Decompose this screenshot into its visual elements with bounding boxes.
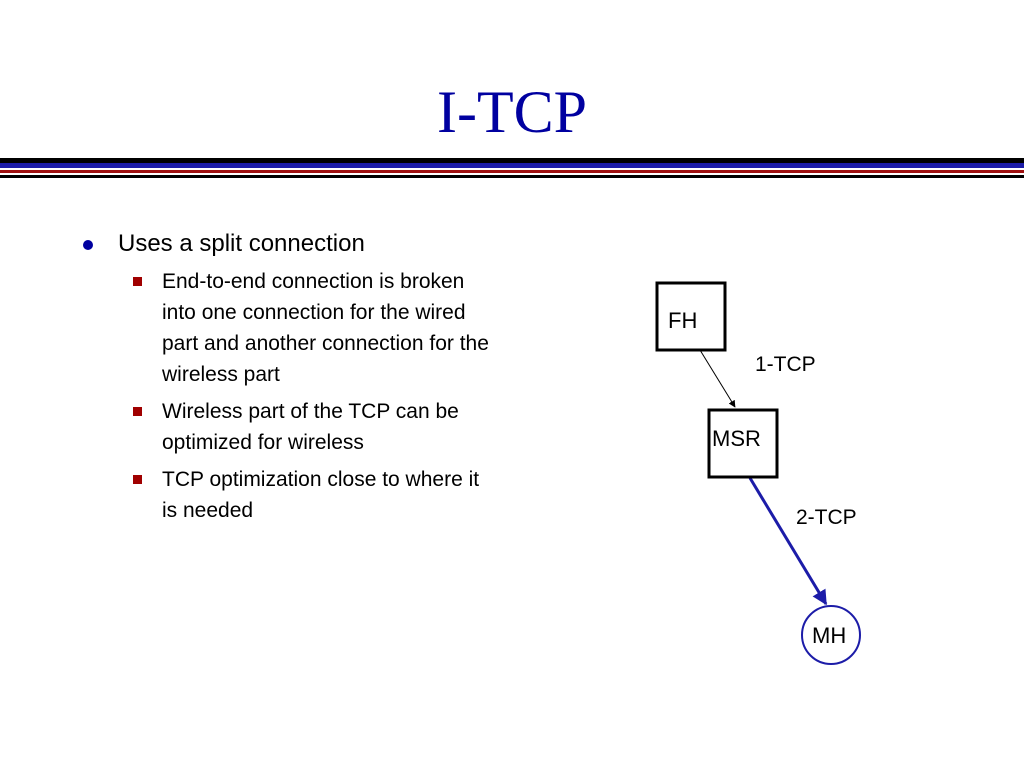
bullet-text: Uses a split connection [118,230,365,257]
sub-bullet-item: End-to-end connection is broken into one… [80,266,492,390]
title-divider-red [0,170,1024,173]
sub-bullet-item: TCP optimization close to where it is ne… [80,464,492,526]
title-divider-black-bottom [0,175,1024,178]
square-bullet-icon [133,277,142,286]
bullet-dot-icon [83,240,93,250]
edge-label-2-tcp: 2-TCP [796,506,857,529]
slide-title: I-TCP [437,79,587,145]
sub-bullet-text: Wireless part of the TCP can be optimize… [162,400,459,454]
bullet-item: Uses a split connection [80,228,500,260]
title-divider-black-top [0,158,1024,163]
wireless-link-msr-mh [748,477,828,606]
sub-bullet-text: End-to-end connection is broken into one… [162,270,489,386]
sub-bullet-item: Wireless part of the TCP can be optimize… [80,396,492,458]
mh-node-circle [801,605,861,665]
wired-link-fh-msr [699,349,736,408]
msr-node-box [707,408,779,479]
title-divider-blue [0,163,1024,168]
square-bullet-icon [133,475,142,484]
bullet-list: Uses a split connection End-to-end conne… [80,228,500,532]
fh-node-box [655,281,727,352]
mh-node-label: MH [812,623,846,648]
fh-node-label: FH [668,308,697,333]
edge-label-1-tcp: 1-TCP [755,353,816,376]
square-bullet-icon [133,407,142,416]
sub-bullet-text: TCP optimization close to where it is ne… [162,468,480,522]
msr-node-label: MSR [712,426,761,451]
sub-bullet-list: End-to-end connection is broken into one… [80,266,500,526]
